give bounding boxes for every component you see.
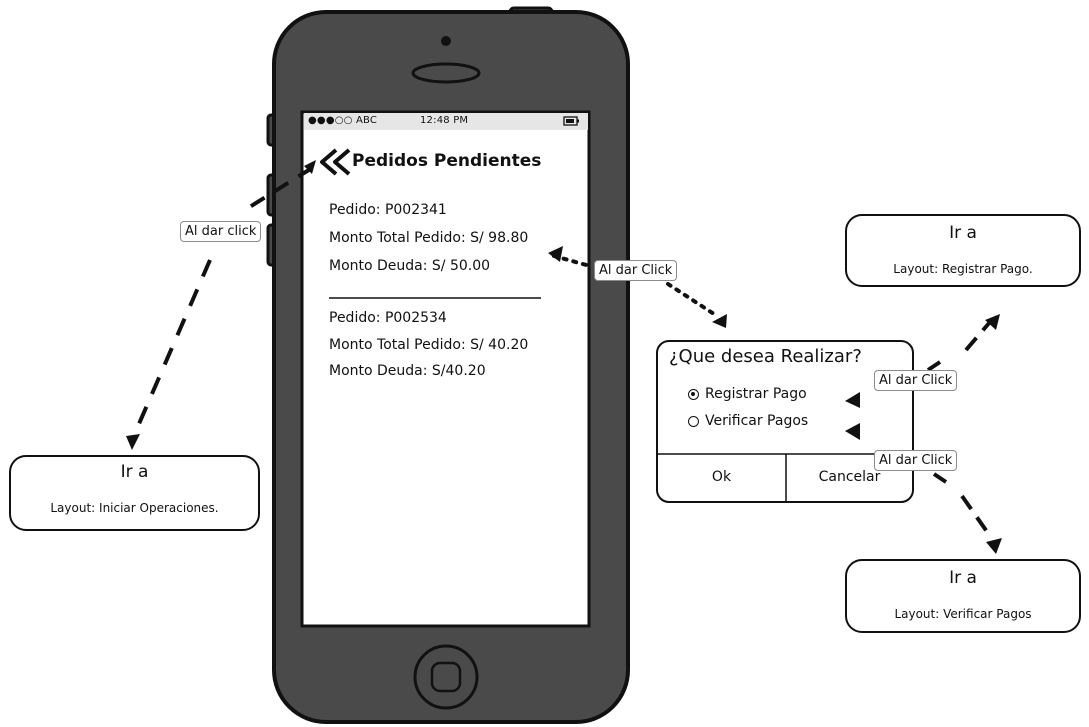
arrow-order-to-dialog — [548, 246, 727, 328]
verificar-box-subtitle: Layout: Verificar Pagos — [894, 607, 1032, 621]
arrow-registrar-to-box — [845, 314, 1000, 408]
order-2-pedido[interactable]: Pedido: P002534 — [329, 310, 447, 326]
option-verificar-pagos[interactable]: Verificar Pagos — [688, 413, 808, 429]
order-1-total[interactable]: Monto Total Pedido: S/ 98.80 — [329, 230, 529, 246]
order-1-pedido[interactable]: Pedido: P002341 — [329, 202, 447, 218]
order-1-deuda[interactable]: Monto Deuda: S/ 50.00 — [329, 258, 491, 274]
ok-button[interactable]: Ok — [711, 469, 732, 485]
radio-selected-icon[interactable] — [688, 388, 699, 400]
option-registrar-label: Registrar Pago — [705, 386, 807, 402]
arrow-verificar-to-box — [845, 423, 1002, 554]
verificar-box-title: Ir a — [949, 568, 977, 588]
annotation-order-click: Al dar Click — [594, 260, 678, 281]
annotation-registrar-click: Al dar Click — [874, 370, 958, 391]
radio-unselected-icon[interactable] — [688, 415, 699, 427]
order-2-deuda[interactable]: Monto Deuda: S/40.20 — [329, 363, 486, 379]
back-chevron-icon — [320, 148, 351, 176]
option-verificar-label: Verificar Pagos — [705, 413, 809, 429]
phone-earpiece — [411, 62, 481, 84]
phone-camera — [441, 36, 451, 46]
phone-screen — [300, 110, 591, 628]
order-2-total[interactable]: Monto Total Pedido: S/ 40.20 — [329, 337, 529, 353]
cancel-button[interactable]: Cancelar — [818, 469, 881, 485]
dialog-title: ¿Que desea Realizar? — [669, 346, 862, 367]
registrar-box-subtitle: Layout: Registrar Pago. — [893, 262, 1033, 276]
dialog-frame — [656, 340, 914, 503]
box-verificar-pagos — [845, 559, 1081, 633]
status-carrier: ●●●○○ ABC — [308, 115, 378, 126]
page-title: Pedidos Pendientes — [352, 151, 542, 171]
annotation-back-click: Al dar click — [180, 221, 262, 242]
home-button — [413, 644, 479, 710]
box-iniciar-operaciones — [9, 455, 260, 531]
option-registrar-pago[interactable]: Registrar Pago — [688, 386, 807, 402]
registrar-box-title: Ir a — [949, 223, 977, 243]
status-bar — [304, 113, 588, 130]
annotation-verificar-click: Al dar Click — [874, 450, 958, 471]
iniciar-box-subtitle: Layout: Iniciar Operaciones. — [50, 501, 219, 515]
status-time: 12:48 PM — [420, 115, 469, 126]
box-registrar-pago — [845, 214, 1081, 287]
iniciar-box-title: Ir a — [120, 462, 149, 482]
back-button[interactable] — [318, 148, 352, 178]
arrow-back-to-iniciar — [126, 160, 316, 450]
battery-icon — [563, 116, 579, 126]
home-button-square — [430, 661, 462, 693]
